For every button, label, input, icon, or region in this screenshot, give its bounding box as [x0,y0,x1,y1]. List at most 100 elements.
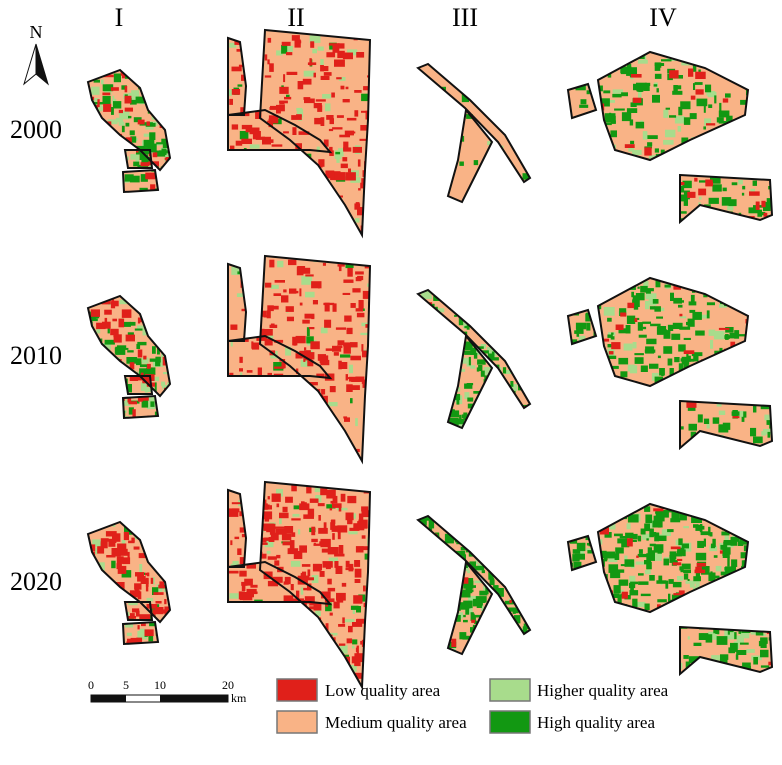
patch-high [693,394,699,400]
patch-low [312,482,321,487]
patch-high [464,350,476,355]
patch-high [697,414,703,423]
patch-low [130,613,135,617]
patch-high [525,326,530,333]
patch-higher [730,512,737,518]
patch-high [287,233,293,235]
patch-low [293,614,303,619]
patch-high [129,130,135,136]
patch-high [637,553,649,558]
patch-low [321,591,331,599]
patch-low [283,201,287,205]
patch-low [698,162,707,171]
patch-high [130,136,137,143]
patch-high [335,151,341,155]
patch-high [586,90,590,95]
patch-low [267,59,270,65]
patch-low [100,541,108,549]
patch-high [658,575,663,583]
patch-high [154,150,163,156]
patch-high [760,665,770,668]
patch-higher [466,538,477,541]
patch-high [691,617,700,624]
column-label-ii: II [287,3,304,32]
patch-low [95,593,105,599]
patch-high [441,412,450,417]
patch-high [444,521,456,527]
patch-higher [88,181,92,187]
patch-high [591,654,595,658]
patch-higher [638,90,642,98]
patch-high [689,309,696,313]
patch-high [109,177,116,182]
patch-higher [750,320,756,326]
patch-higher [494,418,503,422]
patch-high [631,179,640,187]
patch-low [281,405,292,409]
patch-high [608,668,612,674]
patch-high [458,527,462,533]
patch-high [454,314,457,317]
patch-low [234,536,240,540]
patch-high [636,209,641,215]
patch-higher [146,597,154,602]
patch-higher [282,437,293,442]
patch-high [579,615,582,623]
patch-high [741,416,745,422]
patch-high [505,561,517,565]
patch-high [648,197,659,200]
patch-higher [336,156,340,163]
patch-high [576,328,584,332]
patch-low [172,136,182,140]
patch-higher [708,329,716,336]
patch-low [304,596,315,604]
patch-high [758,640,764,647]
patch-high [673,510,676,518]
patch-high [130,99,137,105]
patch-high [152,346,156,354]
patch-low [107,380,117,387]
patch-high [464,383,473,389]
patch-high [521,636,526,645]
patch-low [624,186,627,192]
patch-higher [90,596,102,604]
patch-high [514,555,521,559]
patch-low [250,413,253,416]
patch-high [433,331,438,336]
patch-higher [355,418,358,427]
patch-high [608,171,615,176]
patch-high [723,540,734,546]
patch-low [118,149,122,154]
patch-higher [161,629,166,639]
patch-high [469,561,476,569]
patch-high [426,649,433,654]
patch-higher [230,563,239,566]
patch-low [327,204,337,209]
patch-high [586,595,593,599]
patch-high [475,652,482,654]
patch-low [354,568,362,578]
patch-higher [446,360,453,363]
patch-high [745,302,748,310]
patch-high [665,607,676,613]
patch-low [722,361,729,366]
patch-high [125,122,130,127]
patch-low [112,550,119,556]
patch-low [273,460,284,461]
patch-low [365,110,370,120]
patch-low [274,339,284,343]
patch-higher [284,169,291,173]
patch-higher [603,307,615,316]
patch-high [496,585,499,593]
patch-high [621,92,628,97]
patch-low [274,560,280,566]
patch-high [695,552,707,561]
patch-higher [112,601,121,608]
patch-high [626,67,637,76]
patch-higher [320,327,328,334]
patch-higher [598,214,608,218]
patch-low [122,557,131,565]
patch-high [596,207,606,210]
patch-high [668,593,671,602]
patch-low [105,612,114,619]
